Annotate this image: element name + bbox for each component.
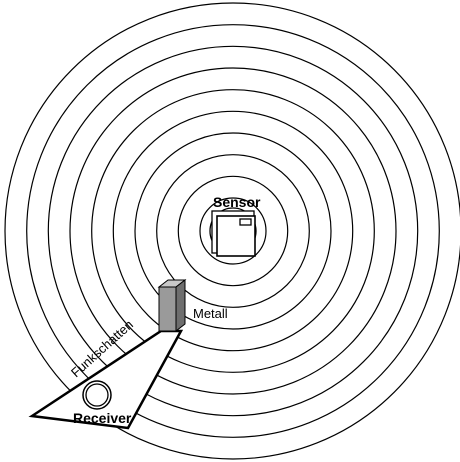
receiver-inner-ring [86, 384, 108, 406]
sensor-device: Sensor [210, 194, 261, 256]
receiver-label: Receiver [73, 410, 132, 426]
metal-obstacle: Metall [159, 280, 228, 331]
metal-block-side [176, 280, 185, 331]
metal-block-front [159, 287, 176, 331]
sensor-label: Sensor [213, 194, 261, 210]
sensor-indicator [240, 219, 251, 225]
metal-label: Metall [193, 306, 228, 321]
